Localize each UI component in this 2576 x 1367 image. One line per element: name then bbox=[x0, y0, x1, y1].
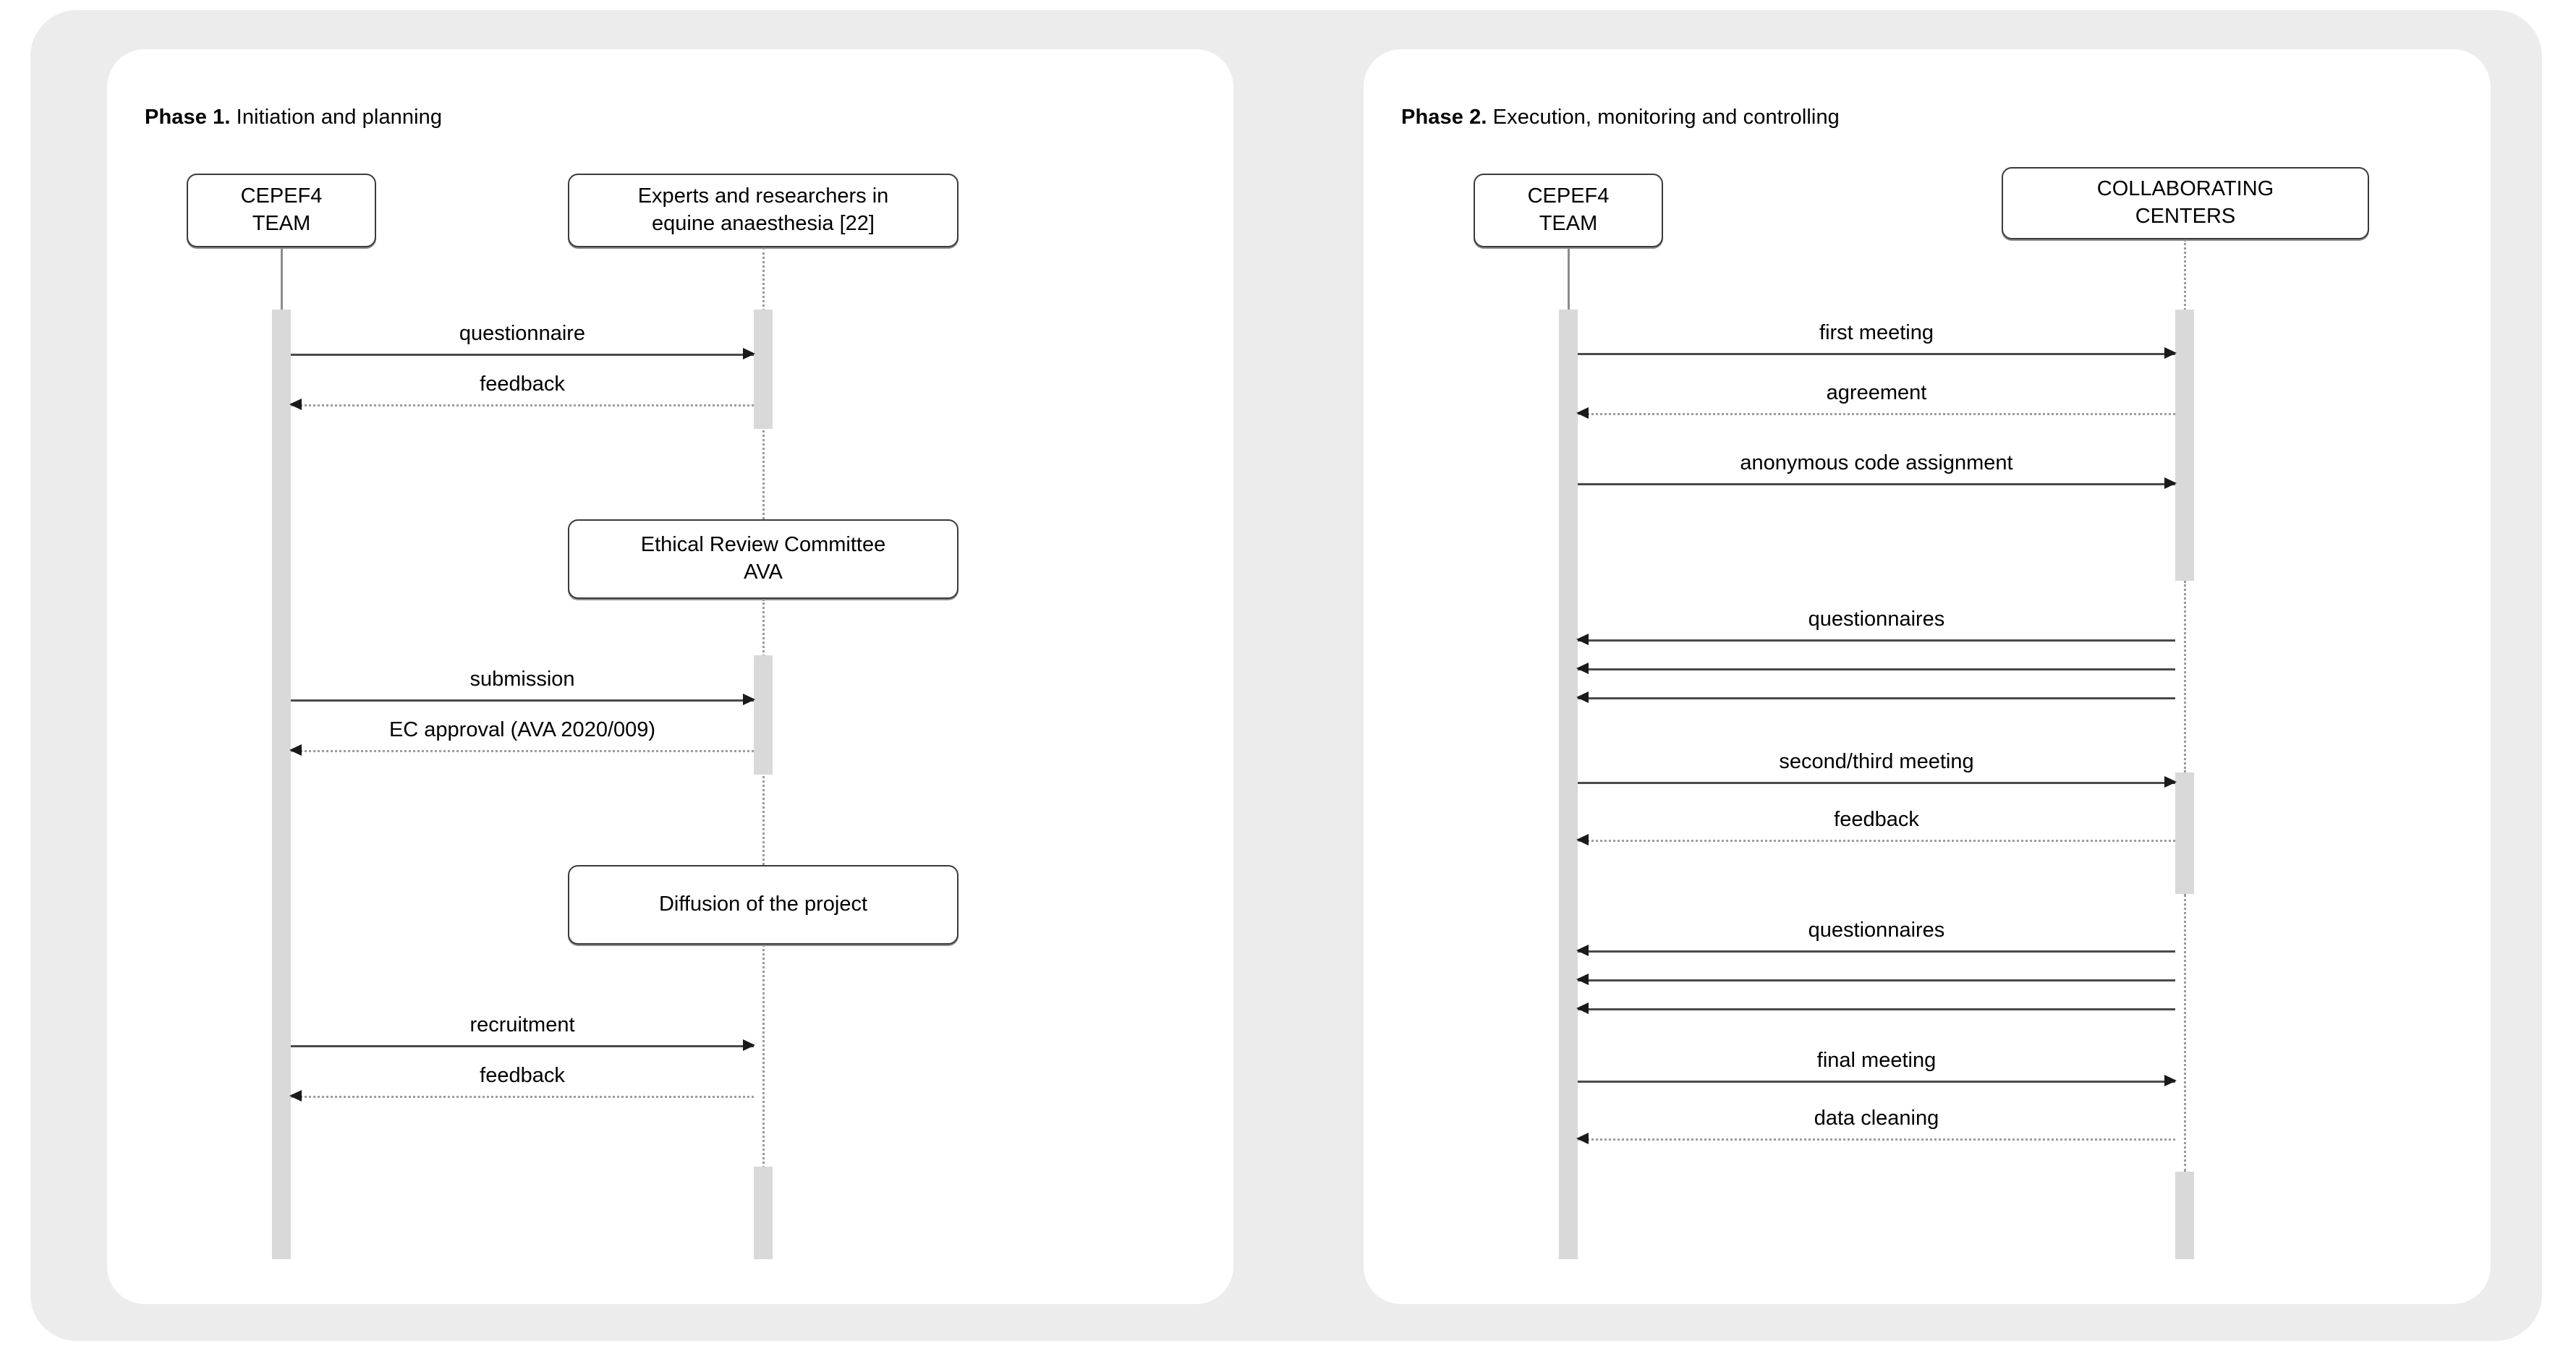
message-feedback-2-label: feedback bbox=[480, 1064, 565, 1087]
participant-experts-line2: equine anaesthesia [22] bbox=[652, 212, 875, 235]
message-ec-approval-label: EC approval (AVA 2020/009) bbox=[388, 718, 656, 741]
arrowhead-left-icon bbox=[1576, 407, 1589, 419]
phase-1-title-rest: Initiation and planning bbox=[230, 106, 443, 129]
arrowhead-right-icon bbox=[2164, 477, 2177, 489]
message-questionnaires-2a-line bbox=[1578, 950, 2175, 953]
message-agreement-line bbox=[1578, 413, 2175, 415]
message-ec-approval-line bbox=[291, 750, 754, 752]
message-final-meeting-line bbox=[1578, 1081, 2175, 1083]
message-questionnaires-2b-line bbox=[1578, 979, 2175, 981]
lifeline-cepef4-team bbox=[281, 247, 283, 310]
participant-collaborating-centers-line2: CENTERS bbox=[2135, 205, 2236, 228]
message-questionnaires-2c-line bbox=[1578, 1008, 2175, 1010]
arrowhead-right-icon bbox=[2164, 347, 2177, 359]
lifeline-cepef4-team-2 bbox=[1568, 247, 1570, 310]
participant-cepef4-team-2-line1: CEPEF4 bbox=[1527, 184, 1610, 208]
arrowhead-left-icon bbox=[1576, 1133, 1589, 1144]
participant-experts[interactable]: Experts and researchers in equine anaest… bbox=[568, 174, 958, 247]
activation-ethics-committee bbox=[754, 655, 773, 775]
message-questionnaire-label: questionnaire bbox=[459, 322, 586, 345]
activation-collaborating-centers-1 bbox=[2175, 310, 2194, 581]
message-submission-line bbox=[291, 699, 754, 702]
lifeline-collaborating-centers-seg3 bbox=[2184, 894, 2186, 1172]
message-feedback-3-label: feedback bbox=[1834, 808, 1919, 831]
activation-cepef4-team bbox=[272, 310, 291, 1259]
activation-diffusion bbox=[754, 1167, 773, 1259]
phase-2-title-rest: Execution, monitoring and controlling bbox=[1487, 106, 1840, 129]
activation-collaborating-centers-2 bbox=[2175, 772, 2194, 894]
message-recruitment-label: recruitment bbox=[469, 1013, 575, 1036]
lifeline-collaborating-centers-seg1 bbox=[2184, 239, 2186, 310]
message-questionnaires-1-label: questionnaires bbox=[1808, 608, 1945, 631]
lifeline-experts-seg3 bbox=[762, 945, 765, 1259]
participant-cepef4-team[interactable]: CEPEF4 TEAM bbox=[187, 174, 376, 247]
participant-cepef4-team-line2: TEAM bbox=[252, 212, 311, 235]
participant-diffusion[interactable]: Diffusion of the project bbox=[568, 865, 958, 945]
participant-ethics-committee[interactable]: Ethical Review Committee AVA bbox=[568, 519, 958, 599]
arrowhead-left-icon bbox=[1576, 834, 1589, 846]
arrowhead-left-icon bbox=[289, 744, 302, 756]
arrowhead-right-icon bbox=[743, 694, 755, 705]
phase-2-title: Phase 2. Execution, monitoring and contr… bbox=[1401, 106, 1840, 129]
arrowhead-left-icon bbox=[1576, 945, 1589, 956]
message-questionnaires-1c-line bbox=[1578, 697, 2175, 699]
arrowhead-right-icon bbox=[2164, 776, 2177, 788]
participant-cepef4-team-2[interactable]: CEPEF4 TEAM bbox=[1474, 174, 1663, 247]
message-data-cleaning-line bbox=[1578, 1138, 2175, 1141]
phase-1-panel: Phase 1. Initiation and planning CEPEF4 … bbox=[107, 49, 1233, 1304]
message-submission-label: submission bbox=[469, 668, 575, 691]
participant-ethics-committee-line1: Ethical Review Committee bbox=[640, 533, 886, 557]
arrowhead-right-icon bbox=[743, 348, 755, 359]
phase-2-panel: Phase 2. Execution, monitoring and contr… bbox=[1364, 49, 2491, 1304]
phase-2-title-strong: Phase 2. bbox=[1401, 106, 1487, 129]
activation-cepef4-team-2 bbox=[1559, 310, 1578, 1259]
participant-diffusion-line1: Diffusion of the project bbox=[658, 893, 868, 916]
participant-ethics-committee-line2: AVA bbox=[744, 561, 783, 584]
arrowhead-left-icon bbox=[1576, 663, 1589, 674]
message-second-third-meeting-line bbox=[1578, 782, 2175, 784]
message-data-cleaning-label: data cleaning bbox=[1814, 1107, 1939, 1130]
activation-experts bbox=[754, 310, 773, 429]
message-agreement-label: agreement bbox=[1826, 381, 1927, 404]
message-recruitment-line bbox=[291, 1045, 754, 1047]
message-questionnaire-line bbox=[291, 354, 754, 356]
phase-1-title-strong: Phase 1. bbox=[145, 106, 231, 129]
phase-1-title: Phase 1. Initiation and planning bbox=[145, 106, 442, 129]
message-anonymous-code-assignment-label: anonymous code assignment bbox=[1740, 451, 2013, 474]
message-first-meeting-line bbox=[1578, 353, 2175, 355]
message-questionnaires-1b-line bbox=[1578, 668, 2175, 670]
message-feedback-2-line bbox=[291, 1096, 754, 1098]
message-final-meeting-label: final meeting bbox=[1816, 1049, 1937, 1072]
message-feedback-3-line bbox=[1578, 840, 2175, 842]
participant-cepef4-team-line1: CEPEF4 bbox=[240, 184, 323, 208]
message-questionnaires-1a-line bbox=[1578, 639, 2175, 642]
arrowhead-left-icon bbox=[1576, 691, 1589, 703]
activation-collaborating-centers-3 bbox=[2175, 1172, 2194, 1259]
arrowhead-right-icon bbox=[2164, 1075, 2177, 1086]
arrowhead-right-icon bbox=[743, 1039, 755, 1051]
arrowhead-left-icon bbox=[1576, 974, 1589, 985]
participant-experts-line1: Experts and researchers in bbox=[637, 184, 889, 208]
arrowhead-left-icon bbox=[1576, 1002, 1589, 1014]
message-questionnaires-2-label: questionnaires bbox=[1808, 919, 1945, 942]
message-feedback-1-label: feedback bbox=[480, 372, 565, 396]
message-first-meeting-label: first meeting bbox=[1819, 321, 1934, 344]
arrowhead-left-icon bbox=[289, 399, 302, 410]
arrowhead-left-icon bbox=[289, 1090, 302, 1102]
participant-cepef4-team-2-line2: TEAM bbox=[1539, 212, 1598, 235]
message-second-third-meeting-label: second/third meeting bbox=[1779, 750, 1974, 773]
message-anonymous-code-assignment-line bbox=[1578, 483, 2175, 485]
participant-collaborating-centers-line1: COLLABORATING bbox=[2096, 177, 2274, 201]
participant-collaborating-centers[interactable]: COLLABORATING CENTERS bbox=[2002, 167, 2369, 239]
lifeline-collaborating-centers-seg2 bbox=[2184, 581, 2186, 772]
message-feedback-1-line bbox=[291, 404, 754, 406]
arrowhead-left-icon bbox=[1576, 634, 1589, 645]
